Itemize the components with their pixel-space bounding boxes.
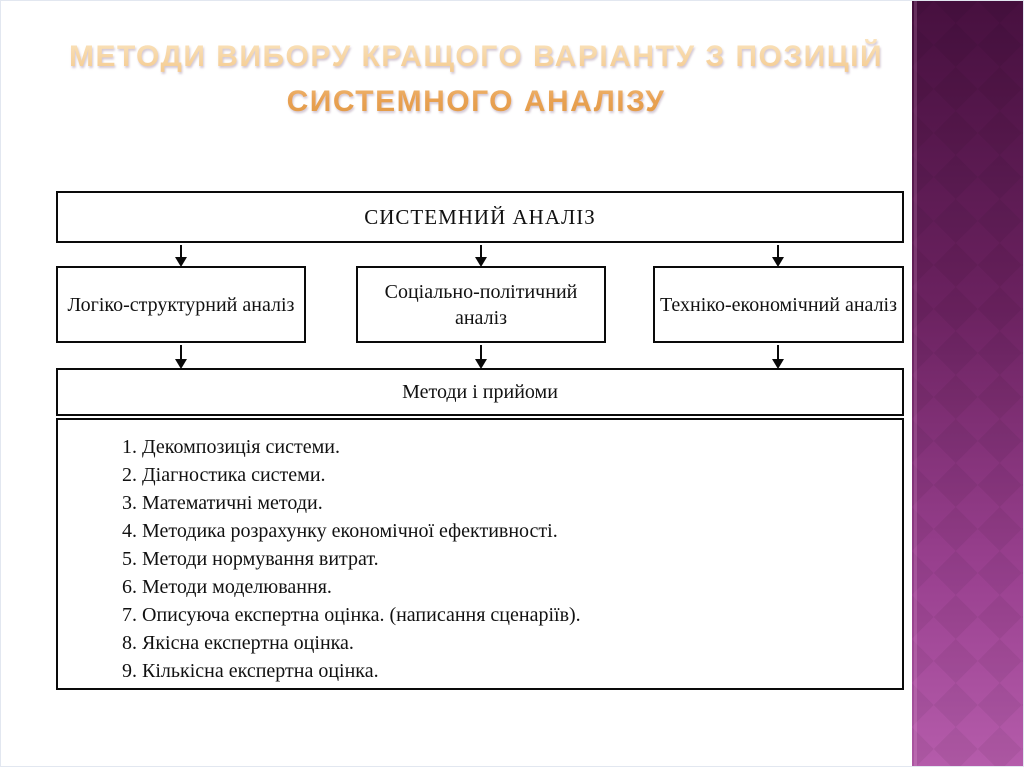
box-sotsialno-politychnyi-analiz: Соціально-політичний аналіз	[356, 266, 606, 343]
methods-list-item-4: 4. Методика розрахунку економічної ефект…	[122, 520, 558, 542]
right-decor-band	[912, 1, 1023, 766]
methods-list-item-3: 3. Математичні методи.	[122, 492, 323, 514]
box-logiko-strukturnyi-analiz-label: Логіко-структурний аналіз	[67, 293, 295, 316]
box-logiko-strukturnyi-analiz: Логіко-структурний аналіз	[56, 266, 306, 343]
methods-list: 1. Декомпозиція системи. 2. Діагностика …	[58, 420, 902, 685]
arrow-root-to-branch-3	[772, 245, 784, 267]
methods-list-item-5: 5. Методи нормування витрат.	[122, 548, 379, 570]
slide-title: МЕТОДИ ВИБОРУ КРАЩОГО ВАРІАНТУ З ПОЗИЦІЙ…	[26, 34, 926, 124]
box-system-analysis-label: СИСТЕМНИЙ АНАЛІЗ	[364, 204, 596, 229]
arrow-root-to-branch-2	[475, 245, 487, 267]
methods-list-item-1: 1. Декомпозиція системи.	[122, 436, 340, 458]
slide-title-line-2: СИСТЕМНОГО АНАЛІЗУ	[286, 85, 666, 118]
methods-list-item-2: 2. Діагностика системи.	[122, 464, 326, 486]
box-methods-header: Методи і прийоми	[56, 368, 904, 416]
slide-title-line-1: МЕТОДИ ВИБОРУ КРАЩОГО ВАРІАНТУ З ПОЗИЦІЙ	[68, 40, 884, 73]
box-tekhniko-ekonomichnyi-analiz-label: Техніко-економічний аналіз	[659, 293, 898, 316]
methods-list-item-9: 9. Кількісна експертна оцінка.	[122, 660, 379, 682]
box-sotsialno-politychnyi-analiz-label: Соціально-політичний аналіз	[384, 280, 578, 329]
box-methods-list: 1. Декомпозиція системи. 2. Діагностика …	[56, 418, 904, 690]
arrow-branch-1-to-methods	[175, 345, 187, 369]
box-system-analysis: СИСТЕМНИЙ АНАЛІЗ	[56, 191, 904, 243]
arrow-branch-3-to-methods	[772, 345, 784, 369]
arrow-root-to-branch-1	[175, 245, 187, 267]
box-tekhniko-ekonomichnyi-analiz: Техніко-економічний аналіз	[653, 266, 904, 343]
methods-list-item-6: 6. Методи моделювання.	[122, 576, 332, 598]
box-methods-header-label: Методи і прийоми	[402, 380, 558, 403]
methods-list-item-7: 7. Описуюча експертна оцінка. (написання…	[122, 604, 581, 626]
methods-list-item-8: 8. Якісна експертна оцінка.	[122, 632, 354, 654]
arrow-branch-2-to-methods	[475, 345, 487, 369]
